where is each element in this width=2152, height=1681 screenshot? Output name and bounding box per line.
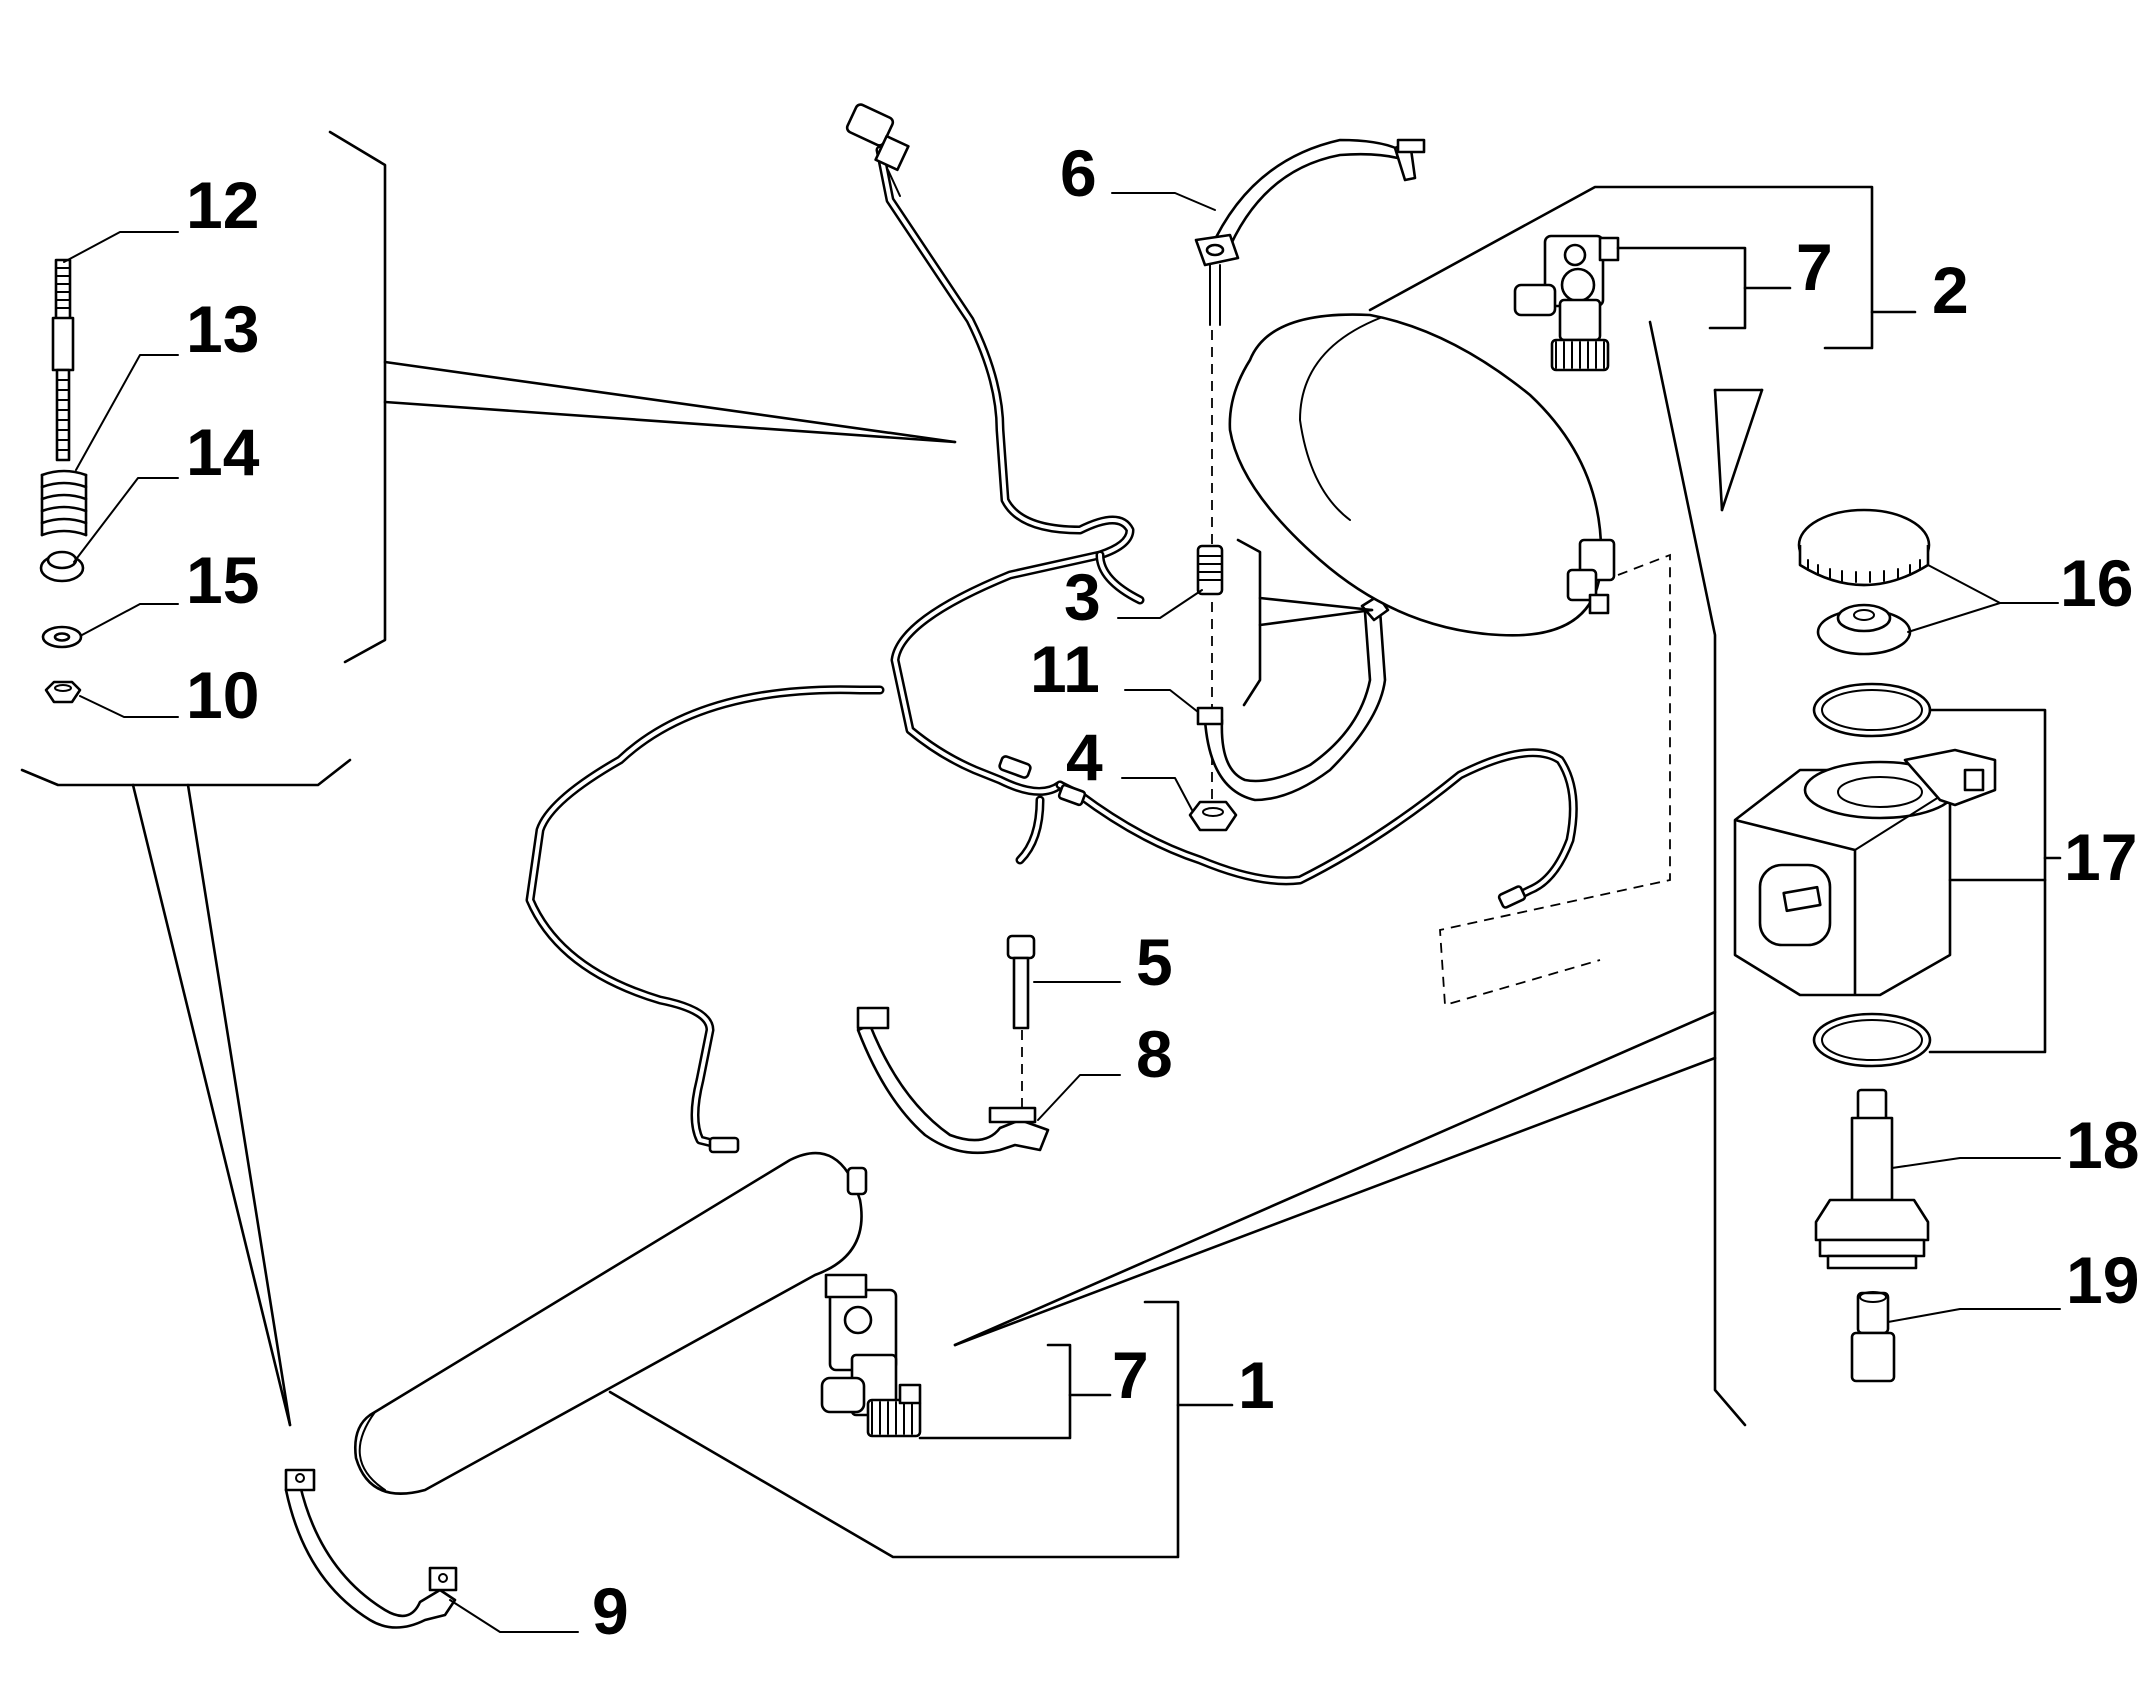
strap-part-6 (1194, 138, 1426, 326)
pipe-fittings (708, 755, 1527, 1154)
cap-part-16 (1797, 508, 1931, 587)
callout-6: 6 (1060, 136, 1097, 210)
callout-14: 14 (186, 415, 260, 489)
nut-part-10 (44, 680, 82, 704)
bush-part-16 (1816, 603, 1912, 656)
callout-18: 18 (2066, 1108, 2139, 1182)
callout-16: 16 (2060, 546, 2133, 620)
callout-19: 19 (2066, 1243, 2139, 1317)
valve-stem-part-18 (1814, 1088, 1930, 1270)
callout-3: 3 (1064, 560, 1101, 634)
strap-part-8 (856, 1006, 1050, 1155)
callout-12: 12 (186, 168, 259, 242)
solenoid-coil-part-17 (1733, 748, 1997, 997)
brake-pipe-lines (525, 145, 1578, 1150)
pressure-sensor-top (845, 103, 910, 197)
air-reservoir-upper (1228, 313, 1603, 637)
callout-1: 1 (1238, 1348, 1275, 1422)
bracket-group-left-small-parts (20, 130, 957, 1427)
callout-11: 11 (1030, 632, 1100, 706)
threaded-stud-part-3 (1196, 544, 1224, 596)
strap-part-11 (1196, 594, 1390, 802)
stud-part-12 (51, 258, 75, 462)
callout-9: 9 (592, 1574, 629, 1648)
strap-part-9 (284, 1468, 458, 1629)
bolt-part-5 (1006, 934, 1036, 1030)
callout-2: 2 (1932, 253, 1969, 327)
air-reservoir-lower (354, 1151, 868, 1495)
spring-part-13 (40, 469, 88, 537)
o-ring-upper-part-17 (1812, 682, 1932, 738)
callout-8: 8 (1136, 1017, 1173, 1091)
washer-part-15 (41, 625, 83, 649)
pin-part-19 (1850, 1291, 1896, 1383)
side-valve-upper-tank (1566, 538, 1616, 615)
callout-17: 17 (2064, 820, 2137, 894)
callout-5: 5 (1136, 925, 1173, 999)
nut-part-4 (1188, 800, 1238, 832)
o-ring-lower-part-17 (1812, 1012, 1932, 1068)
callout-4: 4 (1066, 720, 1103, 794)
callout-7-lower: 7 (1112, 1338, 1149, 1412)
callout-15: 15 (186, 543, 259, 617)
drain-valve-part-7-lower (820, 1273, 922, 1438)
bush-part-14 (39, 550, 85, 583)
drain-valve-part-7-upper (1513, 234, 1620, 372)
callout-10: 10 (186, 658, 259, 732)
callout-7-upper: 7 (1796, 230, 1833, 304)
callout-13: 13 (186, 292, 259, 366)
